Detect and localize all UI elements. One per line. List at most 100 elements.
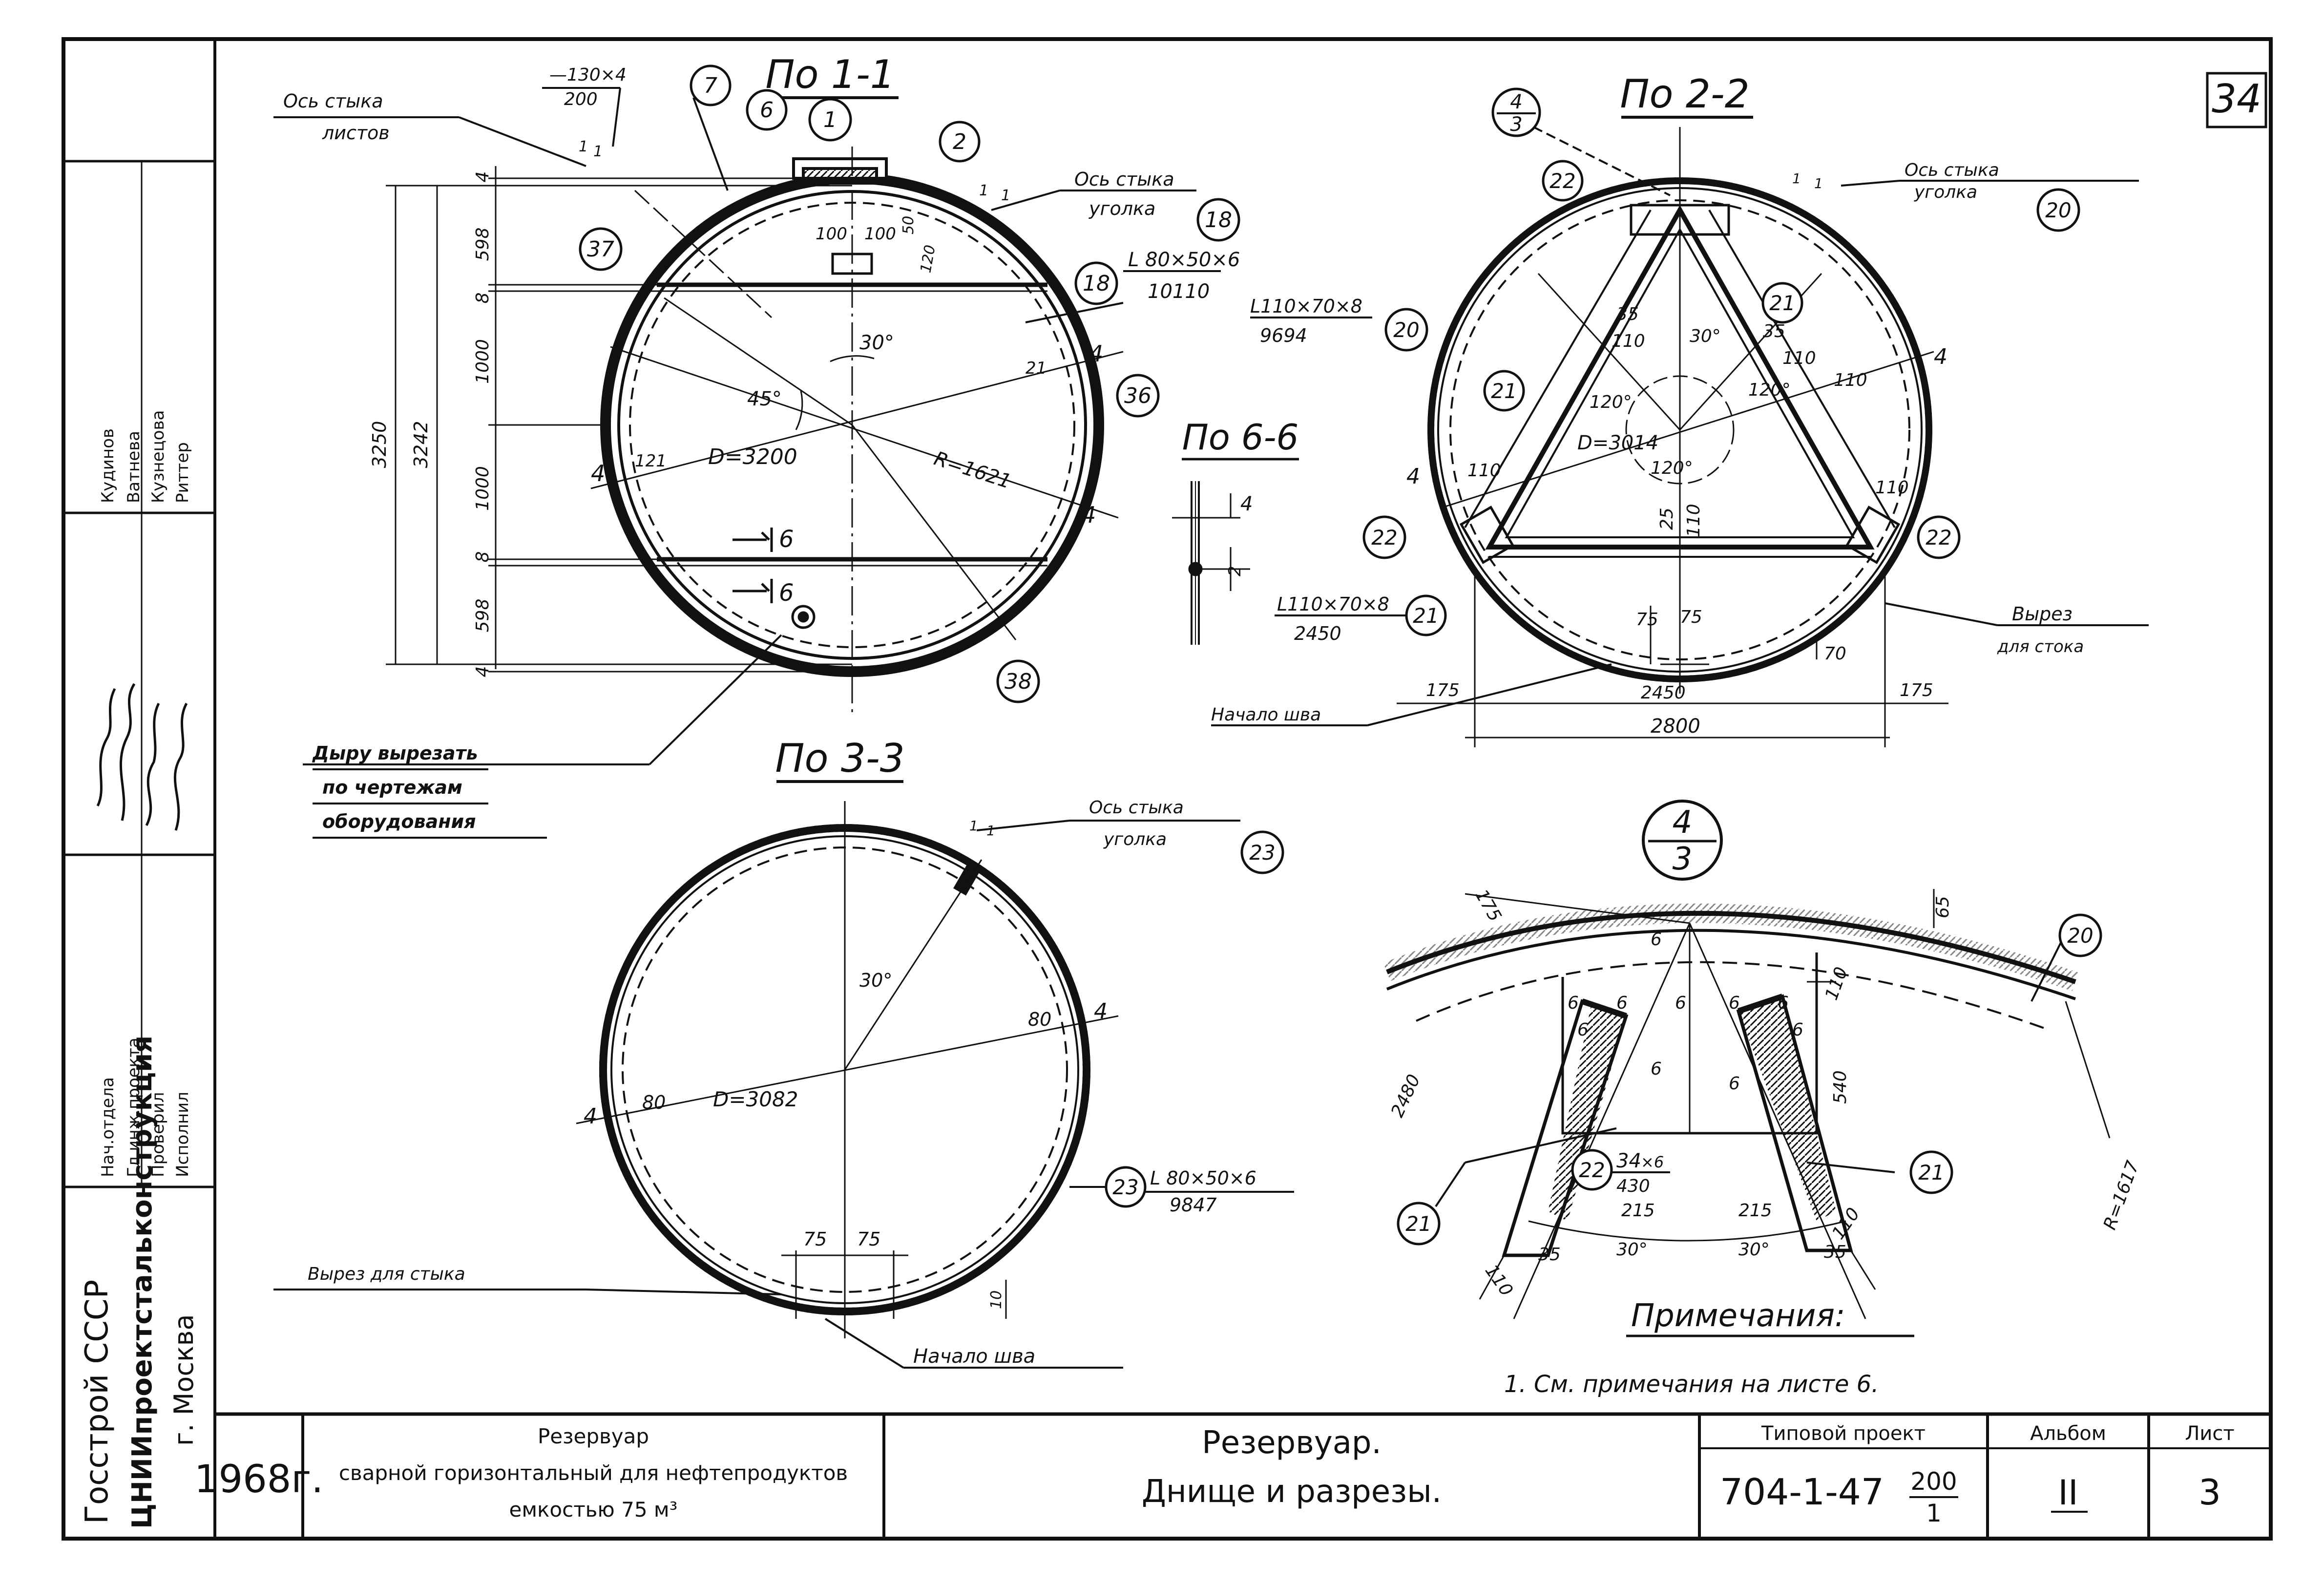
- stamp-drawing-1: Резервуар.: [1202, 1425, 1382, 1461]
- dim-3-3-10: 10: [988, 1290, 1005, 1309]
- dim-4-3-110b: 110: [1481, 1261, 1517, 1300]
- notes: Примечания: 1. См. примечания на листе 6…: [1504, 1298, 1914, 1398]
- view-1-1-title: По 1-1: [765, 52, 895, 97]
- nozzle-1-1: [792, 157, 888, 185]
- label-joint-sheets-2: листов: [322, 122, 390, 144]
- dim-100-b: 100: [864, 224, 896, 244]
- mark-1-b: 1: [593, 143, 603, 160]
- dim-2-2-k1: 1: [1792, 170, 1801, 187]
- curved-shell: [1383, 903, 2079, 1032]
- callout-2-2-20b: 20: [1393, 318, 1419, 342]
- dim-1000-bottom: 1000: [473, 466, 493, 511]
- callout-18-top: 18: [1205, 208, 1232, 233]
- view-2-2: По 2-2 4 3: [1211, 71, 2149, 747]
- label-hole-3: оборудования: [322, 811, 476, 832]
- dim-2-2-110f: 110: [1684, 504, 1704, 537]
- view-1-1: По 1-1: [273, 52, 1240, 839]
- plate-thk: ×6: [1641, 1153, 1664, 1171]
- role-chief-engineer: Гл.инж.проекта: [124, 1037, 144, 1177]
- callout-37: 37: [587, 237, 614, 262]
- callout-2-2-22b: 22: [1371, 526, 1397, 550]
- dim-4-left: 4: [591, 460, 605, 486]
- label-cut-drain-2: для стока: [1997, 637, 2084, 656]
- frac-4-3-large: [1642, 800, 1723, 881]
- dim-4-3-540: 540: [1830, 1070, 1850, 1104]
- callout-2-2-22a: 22: [1549, 169, 1575, 193]
- view-6-6: По 6-6 4 2: [1172, 417, 1299, 645]
- dim-4-3-110a: 110: [1822, 964, 1852, 1003]
- callout-4-3-22: 22: [1579, 1158, 1605, 1182]
- dim-3242: 3242: [410, 421, 432, 468]
- view-3-3: По 3-3 D=3082 30° 80 80 4 4 75 75: [273, 736, 1294, 1369]
- stamp-title-1: Резервуар: [538, 1424, 649, 1448]
- label-2-2-joint-1: Ось стыка: [1905, 160, 1999, 180]
- stamp-sheet-label: Лист: [2185, 1422, 2234, 1445]
- label-plate-num: —130×4: [549, 65, 627, 85]
- label-plate-den: 200: [564, 89, 598, 109]
- dim-598-top: 598: [473, 228, 493, 261]
- section-mark-6: [733, 528, 773, 603]
- frac-large-num: 4: [1673, 804, 1693, 841]
- labels-3-3: D=3082 30° 80 80 4 4 75 75 10 1 1 Ось ст…: [308, 798, 1256, 1368]
- label-cut-drain-1: Вырез: [2012, 603, 2073, 625]
- callout-7: 7: [704, 73, 717, 98]
- labels-1-1: Ось стыка листов —130×4 200 Ось стыка уг…: [283, 65, 1240, 839]
- callout-text-2-2: 22 20 20 21 21 22 22 21: [1371, 169, 2071, 628]
- section-6-label-bottom: 6: [779, 579, 794, 607]
- weld-6f: 6: [1778, 993, 1789, 1013]
- dim-2-2-35b: 35: [1763, 321, 1785, 341]
- dim-4-right: 4: [1089, 340, 1103, 367]
- label-angle-18-length: 10110: [1148, 280, 1210, 303]
- dim-2-2-a120c: 120°: [1651, 458, 1693, 478]
- callout-4-3-21a: 21: [1918, 1161, 1944, 1184]
- weld-6d: 6: [1675, 993, 1686, 1013]
- dim-121: 121: [635, 451, 667, 471]
- plate-den: 430: [1616, 1176, 1650, 1196]
- dim-2-2-35a: 35: [1616, 304, 1639, 324]
- dim-2-2-2450: 2450: [1641, 683, 1686, 703]
- label-3-3-joint-1: Ось стыка: [1089, 798, 1184, 818]
- role-checked: Проверил: [148, 1092, 168, 1177]
- dim-2-2-a30: 30°: [1690, 326, 1721, 346]
- name-kudinov: Кудинов: [98, 428, 118, 503]
- callout-2-2-22c: 22: [1926, 526, 1951, 550]
- dim-4-3-2480: 2480: [1387, 1071, 1424, 1120]
- corner-sheet-number: 34: [2212, 76, 2261, 122]
- dim-100-a: 100: [816, 224, 847, 244]
- dim-radius-1621: R=1621: [931, 447, 1014, 493]
- centrelines-3-3: [576, 801, 1119, 1338]
- callout-2-2-20: 20: [2045, 198, 2071, 222]
- dim-angle-30: 30°: [859, 332, 894, 354]
- dim-4-top: 4: [473, 171, 493, 183]
- stamp-album-label: Альбом: [2030, 1422, 2106, 1445]
- stamp-project-no: 704-1-47: [1720, 1471, 1884, 1513]
- weld-6e: 6: [1729, 993, 1740, 1013]
- leaders-2-2: [1211, 180, 2149, 726]
- dim-4-3-215b: 215: [1738, 1201, 1772, 1221]
- dim-8-bottom: 8: [473, 551, 493, 563]
- frac-small-num: 4: [1510, 91, 1522, 113]
- stamp-title-3: емкостью 75 м³: [509, 1498, 678, 1522]
- label-angle-20-profile: L110×70×8: [1250, 296, 1362, 317]
- label-angle-23-length: 9847: [1170, 1194, 1217, 1216]
- angle-legs-detail: [1502, 994, 1853, 1257]
- dim-4-3-35a: 35: [1538, 1245, 1561, 1265]
- dim-2-2-110b: 110: [1782, 348, 1816, 368]
- stamp-year: 1968г.: [194, 1458, 323, 1501]
- weld-6a: 6: [1651, 930, 1662, 950]
- stamp-project-frac-num: 200: [1910, 1467, 1957, 1496]
- callout-2-2-21c: 21: [1413, 604, 1439, 628]
- dim-4-3-a30a: 30°: [1616, 1240, 1648, 1260]
- dim-1000-top: 1000: [473, 339, 493, 384]
- label-2-2-seam: Начало шва: [1211, 705, 1321, 725]
- frac-large-den: 3: [1673, 841, 1693, 877]
- org-city: г. Москва: [168, 1314, 199, 1446]
- role-executed: Исполнил: [173, 1092, 192, 1177]
- weld-6i: 6: [1577, 1020, 1589, 1040]
- dim-angle-45: 45°: [747, 388, 782, 410]
- label-3-3-joint-2: уголка: [1103, 829, 1167, 849]
- dim-4-3-a30b: 30°: [1738, 1240, 1770, 1260]
- dim-2-2-110a: 110: [1612, 331, 1645, 351]
- label-hole-1: Дыру вырезать: [312, 742, 478, 764]
- callouts-4-3: [1397, 913, 2102, 1246]
